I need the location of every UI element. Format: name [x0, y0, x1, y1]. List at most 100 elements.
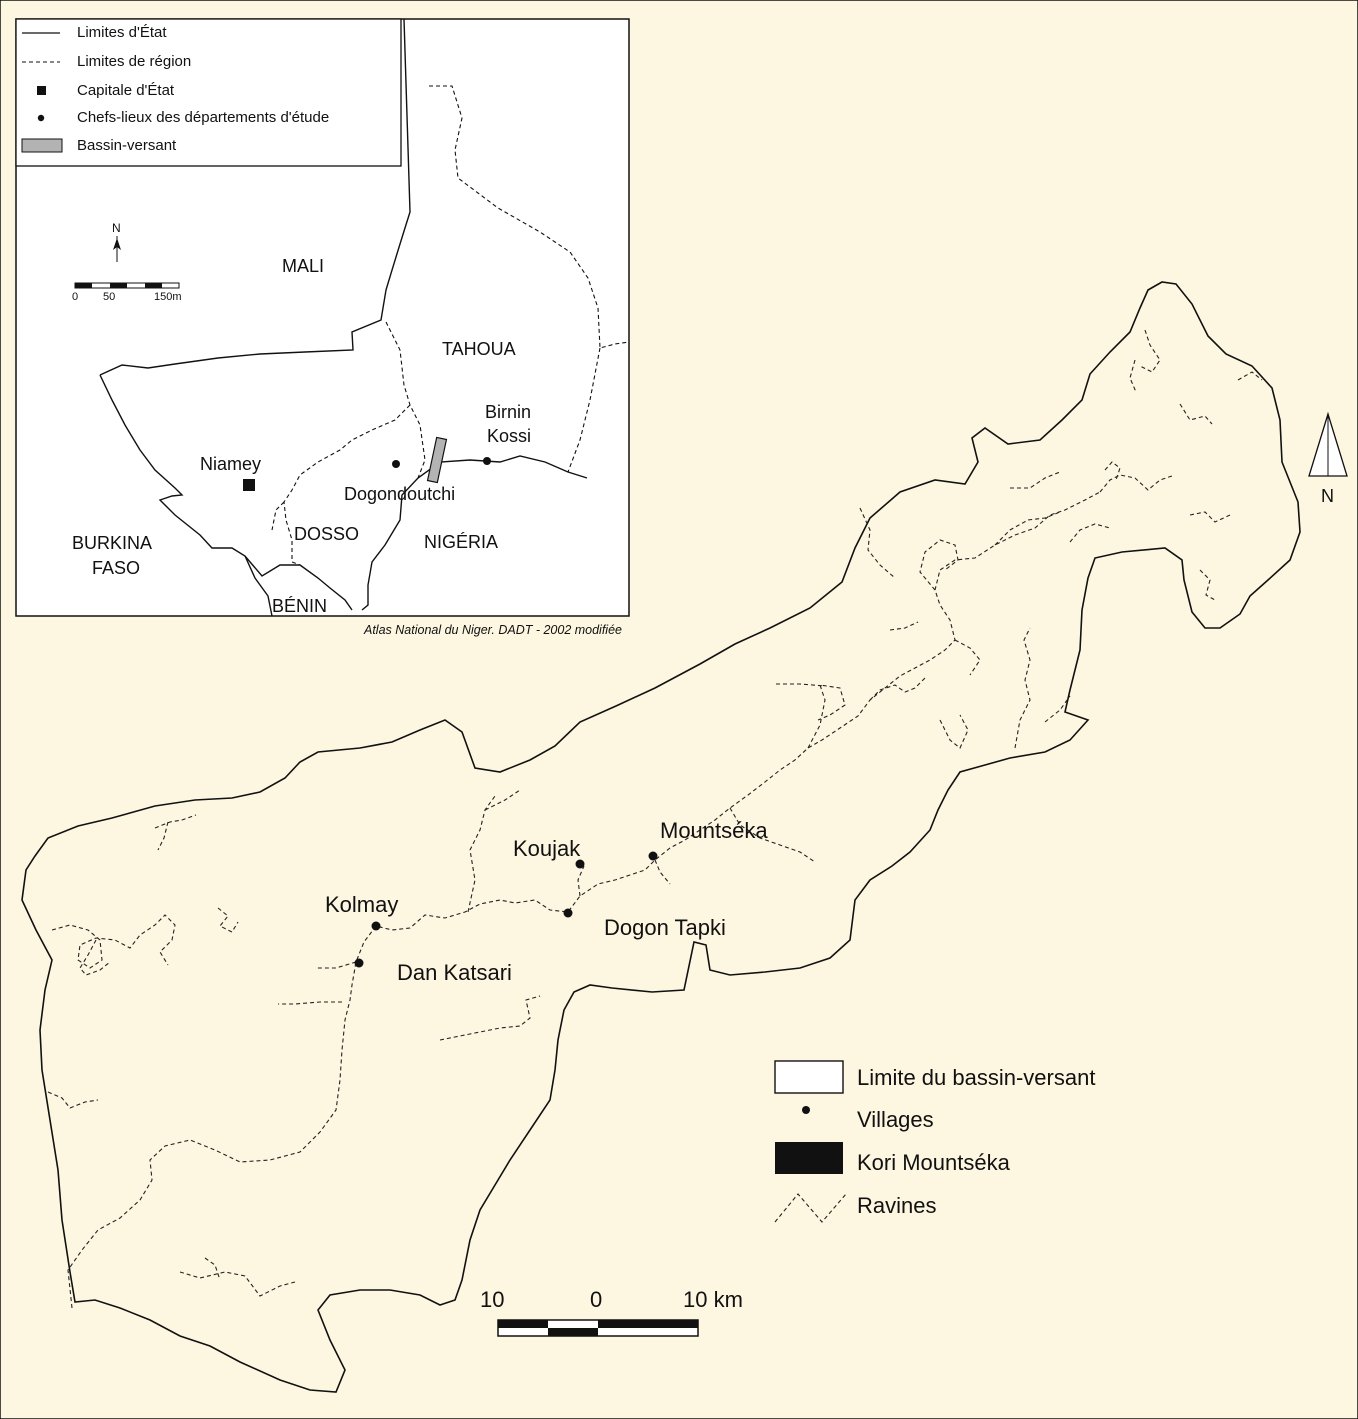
inset-north-arrow: N [112, 221, 121, 262]
ravine-west-loops-2 [79, 939, 111, 976]
scale-label-10-km: 10 km [683, 1287, 743, 1312]
village-label-mountseka: Mountséka [660, 818, 768, 843]
village-label-kolmay: Kolmay [325, 892, 398, 917]
ravine-koujak-branch [577, 865, 585, 897]
legend-kori-symbol [775, 1142, 843, 1174]
ravine-n2 [484, 789, 521, 811]
inset-label-burkina: BURKINA [72, 533, 152, 553]
scale-label-10-left: 10 [480, 1287, 504, 1312]
village-label-dan-katsari: Dan Katsari [397, 960, 512, 985]
village-markers [354, 851, 658, 968]
inset-label-nigeria: NIGÉRIA [424, 532, 498, 552]
watershed [21, 281, 1301, 1393]
inset-region-tahoua-south [567, 347, 601, 473]
ravine-ne-3 [1010, 471, 1061, 489]
inset-label-kossi: Kossi [487, 426, 531, 446]
inset-legend-label-capital: Capitale d'État [77, 82, 175, 99]
legend-capital-symbol [37, 86, 46, 95]
inset-legend-label-state: Limites d'État [77, 24, 167, 41]
inset-label-faso: FASO [92, 558, 140, 578]
ravine-mountseka-branch [654, 859, 671, 885]
village-label-dogon-tapki: Dogon Tapki [604, 915, 726, 940]
ravine-ne-8 [1189, 511, 1231, 523]
inset-basin-symbol [426, 436, 448, 484]
ravine-south-2 [179, 1271, 296, 1297]
inset-label-mali: MALI [282, 256, 324, 276]
inset-label-benin: BÉNIN [272, 596, 327, 616]
ravine-east-11 [954, 639, 981, 676]
north-arrow-label: N [1321, 486, 1334, 506]
svg-text:0: 0 [72, 291, 78, 303]
inset-label-dogondoutchi: Dogondoutchi [344, 484, 455, 504]
inset-border-burkina-niger [99, 374, 353, 611]
legend-villages-symbol [802, 1106, 810, 1114]
inset-legend: Limites d'État Limites de région Capital… [15, 18, 402, 167]
ravine-east-10 [859, 507, 896, 579]
inset-label-niamey: Niamey [200, 454, 261, 474]
village-dot-kolmay [371, 921, 381, 931]
ravine-east-9 [994, 511, 1061, 546]
ravine-kori-main [67, 491, 1101, 1309]
legend-ravines-symbol [774, 1193, 847, 1223]
main-legend: Limite du bassin-versant Villages Kori M… [774, 1060, 1095, 1223]
ravine-ne-6 [1179, 403, 1213, 425]
inset-label-birnin: Birnin [485, 402, 531, 422]
inset-border-mali-niger [99, 18, 411, 376]
dogondoutchi-dot [392, 460, 400, 468]
watershed-boundary [21, 281, 1301, 1393]
legend-label-ravines: Ravines [857, 1193, 936, 1218]
inset-legend-label-basin: Bassin-versant [77, 137, 177, 154]
legend-chef-lieu-symbol [37, 114, 45, 122]
village-dot-dan-katsari [354, 958, 364, 968]
inset-legend-label-chefs-lieux: Chefs-lieux des départements d'étude [77, 109, 329, 126]
inset-region-dosso-west [271, 501, 285, 531]
ravine-east-3 [729, 807, 816, 863]
ravine-south-1 [439, 995, 541, 1041]
ravine-ne-1 [1099, 474, 1173, 493]
scale-bar: 10 0 10 km [480, 1287, 743, 1337]
ravine-east-1 [807, 684, 846, 749]
ravine-east-4 [869, 677, 926, 701]
inset-label-dosso: DOSSO [294, 524, 359, 544]
ravine-north-west-2 [157, 821, 169, 851]
scale-label-0: 0 [590, 1287, 602, 1312]
inset-label-tahoua: TAHOUA [442, 339, 516, 359]
ravine-south-3 [204, 1257, 221, 1281]
svg-text:150m: 150m [154, 291, 182, 303]
ravine-ne-7 [1237, 371, 1263, 381]
legend-basin-limit-symbol [774, 1060, 844, 1094]
ravine-north-west-1 [154, 814, 197, 829]
inset-region-tahoua-east [429, 85, 630, 349]
legend-label-villages: Villages [857, 1107, 934, 1132]
ravine-east-6 [1014, 627, 1031, 749]
ravine-ne-9 [1199, 569, 1216, 601]
legend-label-kori: Kori Mountséka [857, 1150, 1011, 1175]
ravine-far-west-1 [47, 1091, 99, 1109]
ravine-west-1 [278, 1001, 342, 1005]
inset-source-note: Atlas National du Niger. DADT - 2002 mod… [363, 623, 622, 637]
inset-scale-bar: 0 50 150m [72, 282, 182, 303]
ravine-east-8 [919, 539, 959, 591]
svg-text:N: N [112, 221, 121, 235]
north-arrow: N [1308, 411, 1348, 506]
ravine-ne-2 [1104, 461, 1121, 481]
ravine-east-7 [1044, 695, 1071, 723]
village-dot-mountseka [648, 851, 658, 861]
ravine-ne-5 [1129, 359, 1137, 393]
ravine-east-2 [776, 683, 826, 687]
legend-basin-symbol [21, 138, 63, 153]
inset-border-benin-burkina [244, 555, 273, 617]
svg-text:50: 50 [103, 291, 115, 303]
ravine-west-small-1 [217, 907, 239, 933]
inset-map: MALI TAHOUA Birnin Kossi Niamey Dogondou… [15, 18, 630, 637]
inset-legend-box [15, 18, 402, 167]
ravine-east-12 [889, 621, 919, 631]
village-dot-dogon-tapki [563, 908, 573, 918]
village-label-koujak: Koujak [513, 836, 581, 861]
ravine-ne-10 [1069, 523, 1111, 543]
niamey-capital-square [243, 479, 255, 491]
village-dot-koujak [575, 859, 585, 869]
inset-legend-label-region: Limites de région [77, 53, 191, 70]
